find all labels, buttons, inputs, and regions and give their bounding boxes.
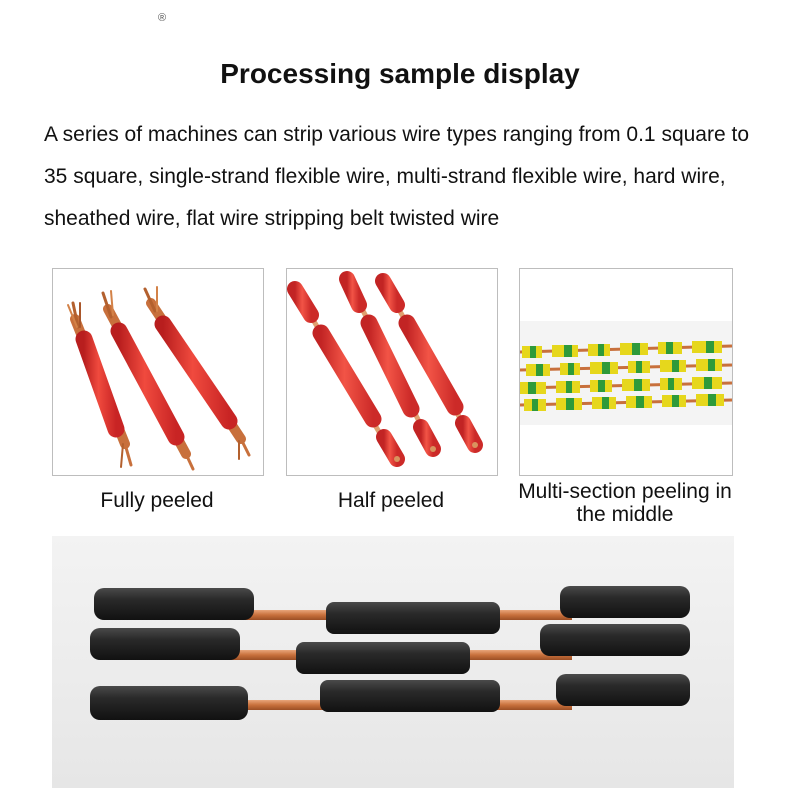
sample-image-fully-peeled bbox=[52, 268, 264, 476]
page-title: Processing sample display bbox=[220, 58, 580, 89]
description-text: A series of machines can strip various w… bbox=[44, 123, 749, 230]
caption-multi-section: Multi-section peeling in the middle bbox=[518, 480, 732, 526]
sample-image-half-peeled bbox=[286, 268, 498, 476]
caption-half-peeled: Half peeled bbox=[337, 489, 445, 512]
registered-mark-icon: ® bbox=[157, 12, 167, 24]
bottom-image-black-wires bbox=[52, 536, 734, 788]
sample-image-multi-section bbox=[519, 268, 733, 476]
caption-fully-peeled: Fully peeled bbox=[100, 489, 214, 512]
